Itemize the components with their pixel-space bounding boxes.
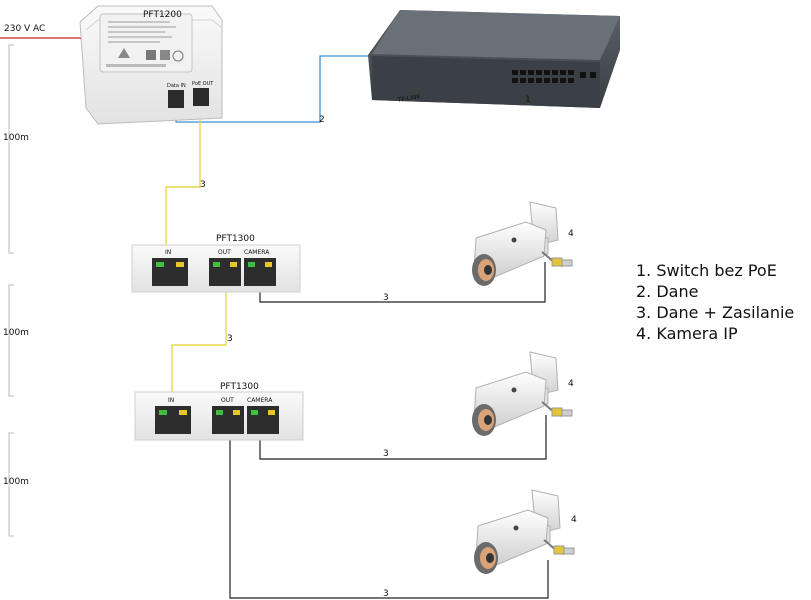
poe-cable-1-number: 3 — [200, 180, 206, 190]
power-cable — [0, 37, 93, 49]
distance-bracket-1 — [8, 44, 14, 254]
poe-cable-2-number: 3 — [227, 334, 233, 344]
switch-device: TP-LINK — [368, 10, 620, 108]
camera-3-number: 4 — [571, 515, 577, 525]
camera-icon — [474, 489, 575, 574]
legend-item-camera: 4. Kamera IP — [636, 324, 738, 343]
injector-port-poe-label: PoE OUT — [192, 81, 214, 87]
splitter-1: IN OUT CAMERA — [131, 244, 301, 293]
distance-label-2: 100m — [3, 328, 29, 338]
distance-bracket-2 — [8, 284, 14, 397]
camera-cable-1 — [259, 262, 546, 303]
splitter-2-camera-label: CAMERA — [247, 397, 273, 404]
distance-label-1: 100m — [3, 133, 29, 143]
switch-brand: TP-LINK — [396, 93, 422, 104]
legend-item-data-power: 3. Dane + Zasilanie — [636, 303, 795, 322]
distance-bracket-3 — [8, 432, 14, 537]
splitter-2: IN OUT CAMERA — [134, 391, 304, 441]
legend: 1. Switch bez PoE 2. Dane 3. Dane + Zasi… — [636, 260, 794, 344]
legend-item-data: 2. Dane — [636, 282, 699, 301]
camera-cable-3 — [229, 440, 549, 599]
splitter-1-camera-label: CAMERA — [244, 249, 270, 256]
data-cable-number: 2 — [319, 115, 325, 125]
camera-cable-1-number: 3 — [383, 293, 389, 303]
injector-name: PFT1200 — [143, 10, 182, 20]
splitter-2-out-label: OUT — [221, 397, 234, 404]
camera-1-number: 4 — [568, 229, 574, 239]
poe-cable-1 — [165, 110, 201, 246]
legend-item-switch: 1. Switch bez PoE — [636, 261, 777, 280]
poe-cable-2 — [171, 290, 227, 392]
injector-pft1200: Data IN PoE OUT — [79, 5, 223, 125]
camera-cable-2 — [259, 415, 547, 460]
switch-number: 1 — [525, 95, 531, 105]
camera-2-number: 4 — [568, 379, 574, 389]
power-label: 230 V AC — [4, 24, 45, 34]
distance-label-3: 100m — [3, 477, 29, 487]
splitter-2-name: PFT1300 — [220, 382, 259, 392]
injector-port-data-label: Data IN — [167, 83, 186, 89]
splitter-2-in-label: IN — [168, 397, 174, 404]
camera-icon — [472, 351, 573, 436]
camera-cable-3-number: 3 — [383, 589, 389, 599]
camera-icon — [472, 201, 573, 286]
camera-cable-2-number: 3 — [383, 449, 389, 459]
splitter-1-name: PFT1300 — [216, 234, 255, 244]
splitter-1-in-label: IN — [165, 249, 171, 256]
splitter-1-out-label: OUT — [218, 249, 231, 256]
